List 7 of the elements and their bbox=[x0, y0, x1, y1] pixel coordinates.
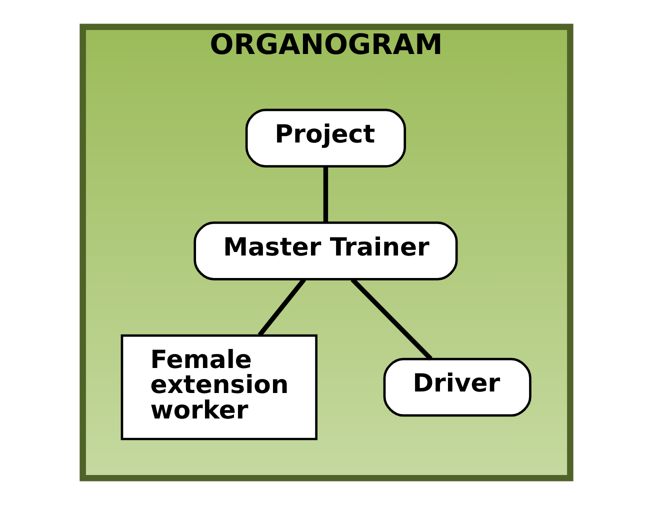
node-box: Female extension worker bbox=[120, 334, 318, 440]
node-box: Project bbox=[245, 108, 406, 168]
connector bbox=[323, 166, 328, 223]
node-box: Master Trainer bbox=[194, 222, 458, 280]
connector bbox=[350, 278, 432, 360]
connector bbox=[258, 278, 306, 337]
node-box: Driver bbox=[383, 358, 532, 417]
